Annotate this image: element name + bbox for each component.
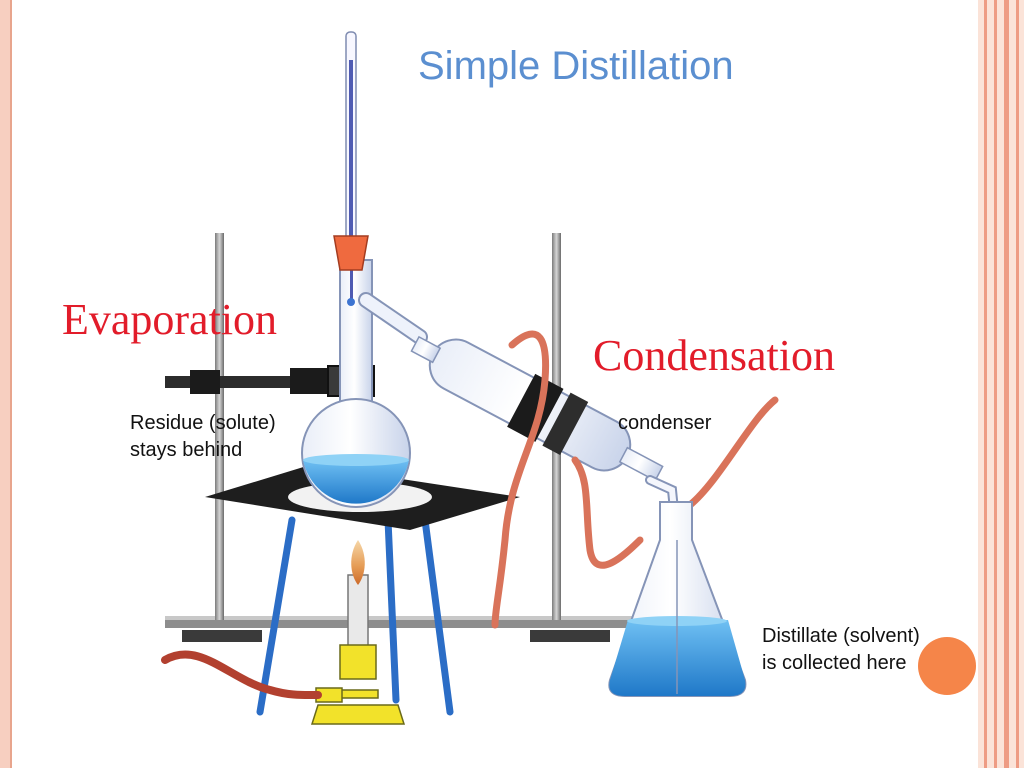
residue-label-line1: Residue (solute): [130, 412, 276, 434]
bunsen-burner: [310, 540, 406, 725]
gas-hose: [161, 650, 322, 700]
slide-border-right: [978, 0, 1024, 768]
slide-border-left-line: [10, 0, 12, 768]
thermometer: [333, 31, 369, 306]
slide-border-left: [0, 0, 10, 768]
condenser-tube: [410, 335, 664, 482]
condenser-label: condenser: [618, 412, 712, 434]
residue-label: Residue (solute) stays behind: [130, 410, 276, 464]
slide-title: Simple Distillation: [418, 44, 734, 88]
evaporation-label: Evaporation: [62, 295, 278, 344]
condensation-label: Condensation: [593, 331, 835, 380]
distillate-label: Distillate (solvent) is collected here: [762, 623, 920, 677]
residue-label-line2: stays behind: [130, 439, 243, 461]
round-bottom-flask: [301, 259, 411, 508]
conical-flask: [608, 501, 747, 697]
orange-dot: [918, 637, 976, 695]
distillate-label-line2: is collected here: [762, 652, 907, 674]
distillate-label-line1: Distillate (solvent): [762, 625, 920, 647]
water-tubing: [491, 330, 779, 629]
tripod: [256, 516, 454, 716]
